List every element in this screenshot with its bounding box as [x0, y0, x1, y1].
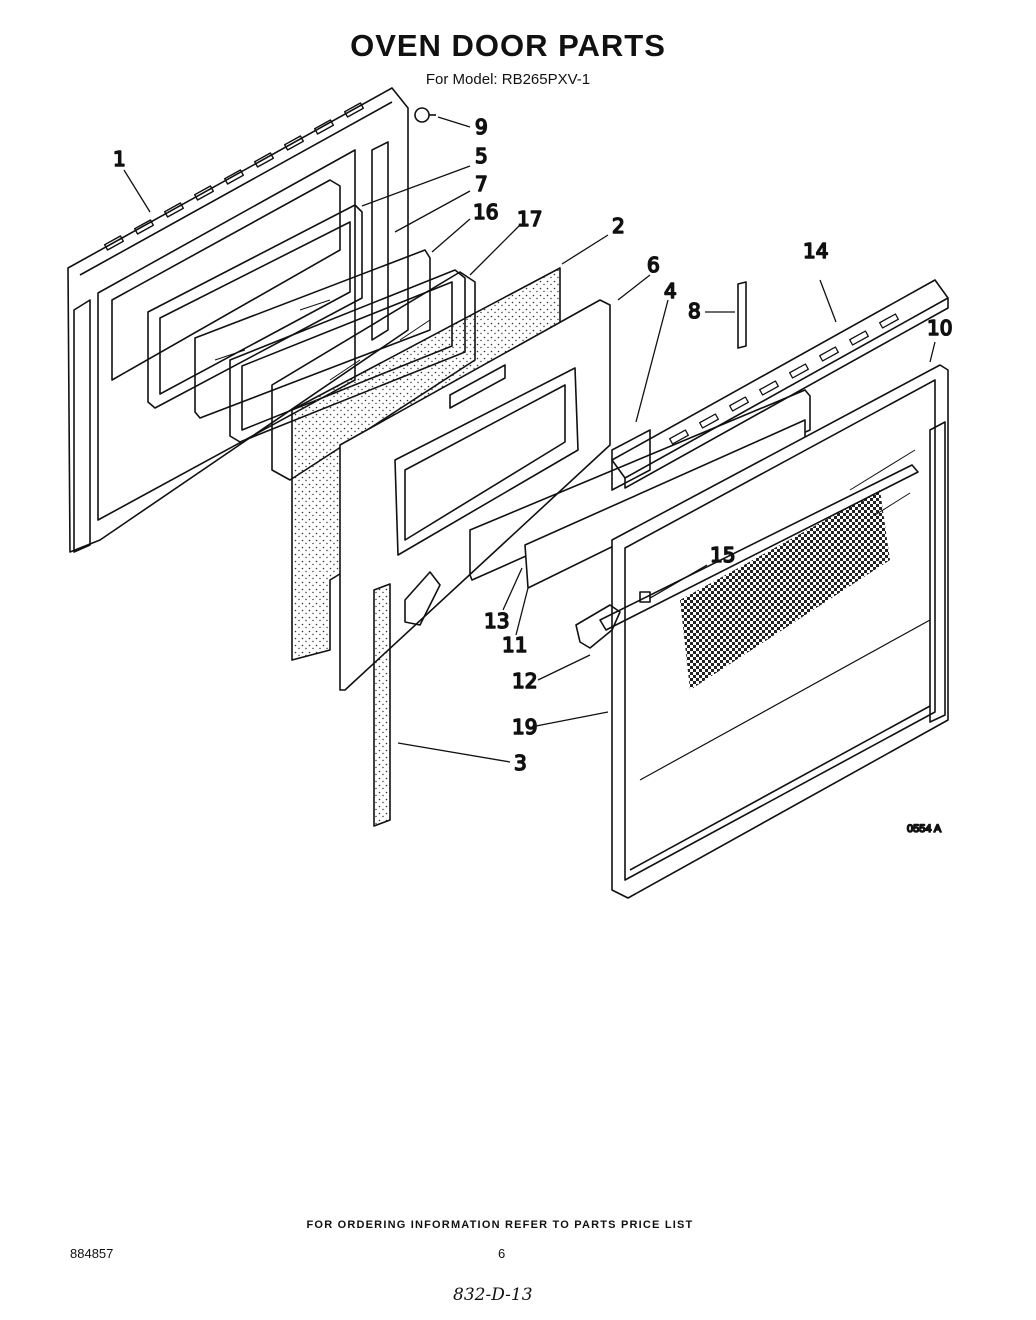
part-1-inner-door-panel — [67, 87, 409, 553]
callout-6: 6 — [647, 253, 660, 277]
callout-14: 14 — [803, 239, 828, 263]
callout-9: 9 — [475, 115, 488, 139]
callout-8: 8 — [688, 299, 701, 323]
part-7-inner-glass — [194, 249, 431, 419]
callout-19: 19 — [512, 715, 537, 739]
handwritten-code: 832-D-13 — [453, 1285, 533, 1305]
part-9-screw — [414, 107, 436, 123]
part-3-side-trim — [373, 583, 391, 827]
part-12-hinge-bracket — [575, 604, 621, 649]
callout-10: 10 — [927, 316, 952, 340]
model-line: For Model: RB265PXV-1 — [425, 71, 591, 88]
callout-12: 12 — [512, 669, 537, 693]
callout-7: 7 — [475, 172, 488, 196]
callout-4: 4 — [664, 279, 677, 303]
diagram-title: OVEN DOOR PARTS — [350, 28, 666, 63]
callout-11: 11 — [502, 633, 527, 657]
part-8-clip — [737, 281, 747, 349]
part-19-outer-door — [611, 364, 949, 899]
callout-17: 17 — [517, 207, 542, 231]
leader-lines — [123, 116, 936, 763]
page-number: 6 — [498, 1246, 506, 1261]
callout-13: 13 — [484, 609, 509, 633]
callout-15: 15 — [710, 543, 735, 567]
part-10-handle — [599, 464, 919, 631]
callout-3: 3 — [514, 751, 527, 775]
callout-16: 16 — [473, 200, 498, 224]
figure-code: 0554 A — [907, 823, 942, 835]
document-number: 884857 — [70, 1246, 114, 1261]
part-15-bushing — [639, 591, 651, 603]
part-5-glass-frame — [147, 204, 363, 409]
callout-1: 1 — [113, 147, 126, 171]
ordering-note: FOR ORDERING INFORMATION REFER TO PARTS … — [306, 1219, 694, 1231]
callout-5: 5 — [475, 144, 488, 168]
part-6-inner-panel — [339, 299, 611, 691]
callout-labels: 1 2 3 4 5 6 7 8 9 10 11 12 13 14 15 16 1… — [112, 114, 953, 836]
part-4-vent-baffle — [611, 429, 651, 491]
part-13-panel-glass — [469, 389, 811, 581]
callout-2: 2 — [612, 214, 625, 238]
